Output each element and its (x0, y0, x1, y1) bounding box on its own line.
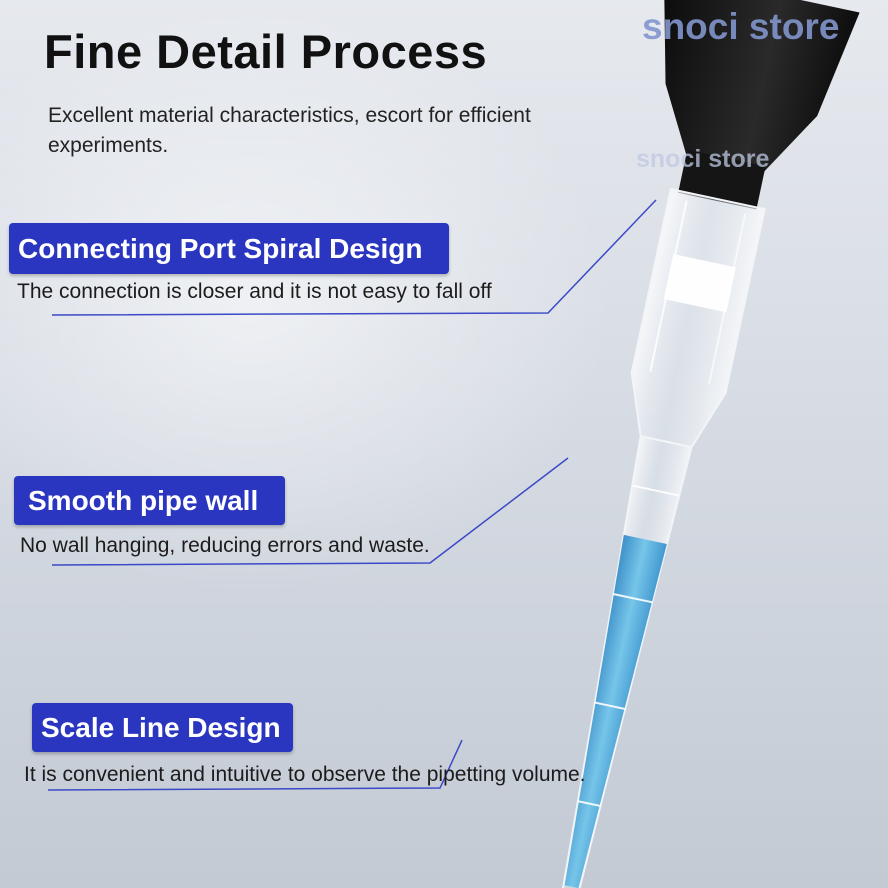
feature-badge-spiral: Connecting Port Spiral Design (9, 223, 450, 274)
store-watermark-secondary: snoci store (636, 145, 770, 173)
feature-badge-scale: Scale Line Design (32, 703, 293, 752)
pointer-line-spiral (51, 199, 657, 316)
filter-band (663, 254, 736, 313)
feature-description-spiral: The connection is closer and it is not e… (17, 280, 492, 303)
feature-description-wall: No wall hanging, reducing errors and was… (20, 534, 430, 557)
tip-upper (630, 187, 766, 449)
pointer-line-wall (51, 457, 569, 566)
page-title: Fine Detail Process (44, 25, 488, 78)
feature-badge-wall: Smooth pipe wall (14, 476, 286, 525)
page-subtitle: Excellent material characteristics, esco… (48, 104, 531, 157)
pointer-line-scale (47, 739, 463, 791)
liquid-column (564, 534, 667, 888)
store-watermark: snoci store (642, 6, 840, 47)
scale-lines (577, 484, 680, 808)
feature-description-scale: It is convenient and intuitive to observ… (24, 763, 586, 786)
